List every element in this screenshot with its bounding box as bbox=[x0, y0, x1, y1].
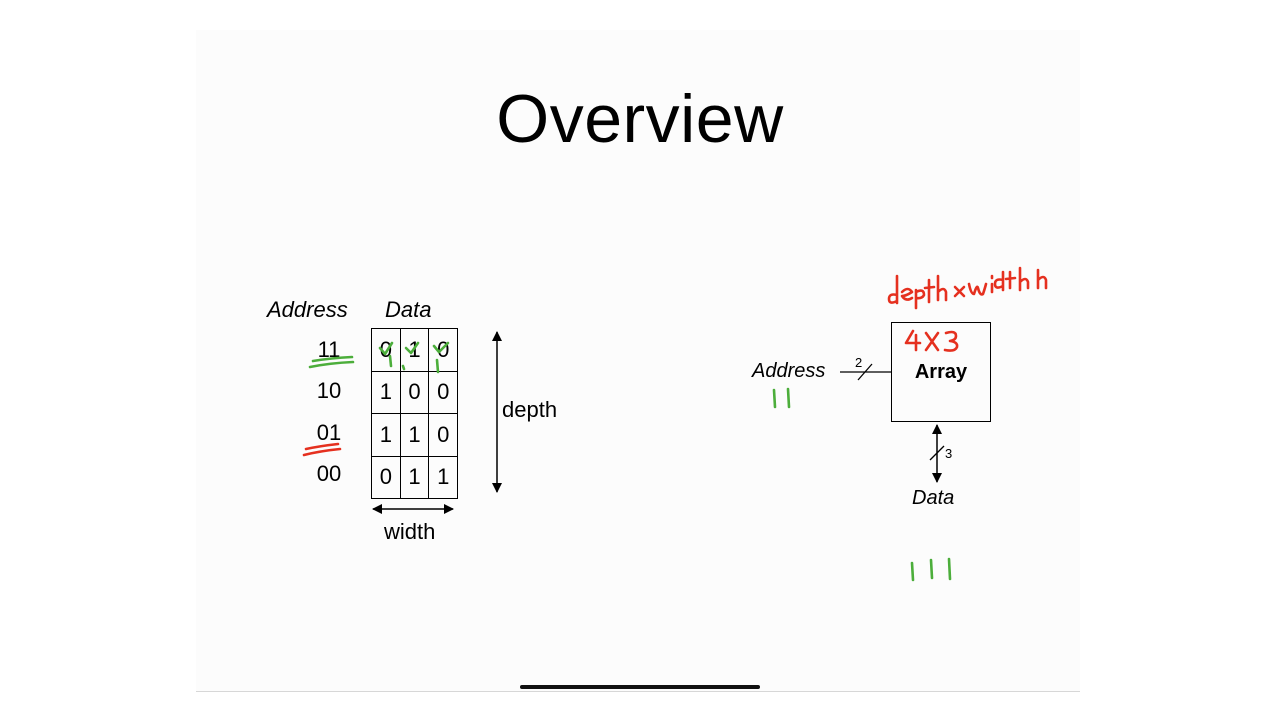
home-indicator-bar bbox=[520, 685, 760, 689]
table-row: 0 1 0 bbox=[371, 328, 459, 372]
address-label: 11 bbox=[317, 337, 341, 362]
data-bit-cell: 0 bbox=[428, 370, 459, 414]
data-bit-cell: 1 bbox=[399, 413, 430, 457]
data-bit-cell: 0 bbox=[399, 370, 430, 414]
address-label: 01 bbox=[316, 420, 342, 445]
data-bit-cell: 0 bbox=[428, 328, 459, 372]
array-block: Array bbox=[891, 322, 991, 422]
data-column-header: Data bbox=[385, 297, 432, 322]
table-row: 1 1 0 bbox=[371, 413, 459, 457]
depth-label: depth bbox=[502, 397, 558, 422]
address-column-header: Address bbox=[267, 297, 348, 322]
data-bit-cell: 1 bbox=[399, 328, 430, 372]
data-bit-cell: 1 bbox=[428, 455, 459, 499]
data-bit-cell: 1 bbox=[371, 413, 401, 457]
memory-data-table: 0 1 0 1 0 0 1 1 0 0 1 1 bbox=[371, 328, 459, 499]
table-row: 0 1 1 bbox=[371, 455, 459, 499]
data-bit-cell: 1 bbox=[371, 370, 401, 414]
array-label: Array bbox=[914, 361, 968, 383]
address-bus-width: 2 bbox=[855, 355, 863, 370]
slide-bottom-edge bbox=[196, 691, 1080, 692]
data-bit-cell: 0 bbox=[428, 413, 459, 457]
data-bit-cell: 0 bbox=[371, 455, 401, 499]
slide-title: Overview bbox=[496, 81, 784, 157]
width-label: width bbox=[384, 519, 436, 544]
table-row: 1 0 0 bbox=[371, 370, 459, 414]
data-bus-width: 3 bbox=[945, 446, 953, 461]
address-label: 00 bbox=[316, 461, 342, 486]
data-bit-cell: 0 bbox=[371, 328, 401, 372]
data-bit-cell: 1 bbox=[399, 455, 430, 499]
array-data-label: Data bbox=[912, 487, 955, 509]
array-address-label: Address bbox=[752, 360, 826, 382]
address-label: 10 bbox=[316, 378, 342, 403]
